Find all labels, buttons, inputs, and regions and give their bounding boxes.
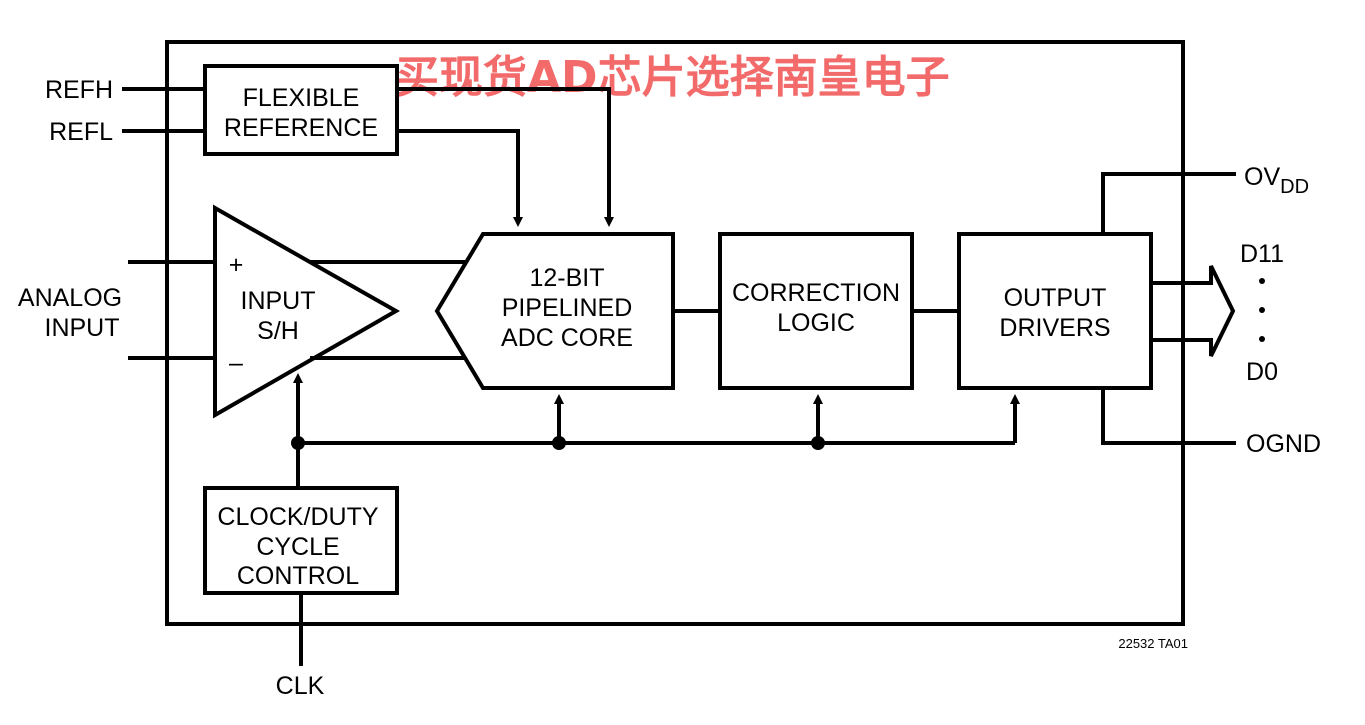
adc-core-label-3: ADC CORE [501,324,633,352]
bus-dot-3 [1259,336,1265,342]
analog-input-label-1: ANALOG [18,284,122,312]
flexible-reference-label-2: REFERENCE [224,114,378,142]
bus-dot-1 [1259,278,1265,284]
ref-to-adc-wire-2 [397,87,614,227]
output-drivers-label-2: DRIVERS [999,314,1110,342]
ovdd-label-main: OV [1244,163,1280,191]
adc-core-label-1: 12-BIT [529,264,604,292]
ognd-label: OGND [1246,430,1321,458]
watermark-text: 买现货AD芯片选择南皇电子 [395,52,950,103]
input-sh-label-1: INPUT [241,287,316,315]
plus-symbol: + [229,251,244,279]
ovdd-label: OVDD [1244,163,1309,198]
ref-to-adc-wire-1 [397,129,523,227]
input-sh-amplifier [213,204,401,419]
output-bus-arrow [1151,265,1236,357]
refh-label: REFH [45,76,113,104]
bus-dot-2 [1259,307,1265,313]
clock-duty-block [203,486,399,595]
junction-dot-1 [291,436,305,450]
ovdd-label-sub: DD [1280,176,1309,198]
correction-logic-block [718,232,914,390]
refl-label: REFL [49,118,113,146]
output-drivers-block [957,232,1153,390]
clock-duty-label-2: CYCLE [256,533,339,561]
correction-logic-label-1: CORRECTION [732,279,900,307]
ognd-wire [1101,388,1236,445]
clock-duty-label-3: CONTROL [237,562,359,590]
adc-core-label-2: PIPELINED [502,294,633,322]
flexible-reference-block [203,64,399,156]
clock-duty-label-1: CLOCK/DUTY [217,503,378,531]
analog-input-label-2: INPUT [45,314,120,342]
clk-label: CLK [276,672,325,700]
figure-id: 22532 TA01 [1118,636,1188,651]
correction-logic-label-2: LOGIC [777,309,855,337]
flexible-reference-label-1: FLEXIBLE [243,84,360,112]
output-drivers-label-1: OUTPUT [1004,284,1107,312]
junction-dot-2 [552,436,566,450]
d0-label: D0 [1246,358,1278,386]
input-sh-label-2: S/H [257,317,299,345]
junction-dot-3 [811,436,825,450]
ovdd-wire [1101,172,1236,234]
d11-label: D11 [1240,240,1284,268]
adc-core-block [434,232,675,390]
chip-outline [165,40,1185,626]
minus-symbol: – [229,349,243,377]
